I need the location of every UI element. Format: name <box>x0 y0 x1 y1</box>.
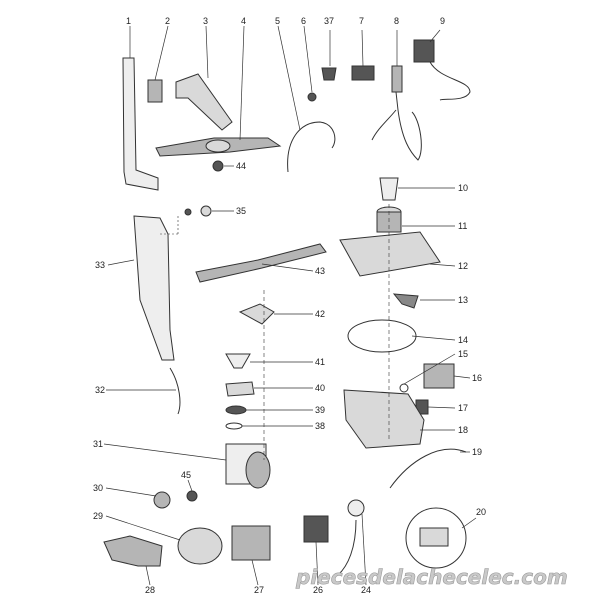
callout-7: 7 <box>359 16 364 26</box>
watermark: piecesdelachecelec.com <box>295 565 568 589</box>
callout-29: 29 <box>93 511 103 521</box>
part-4-lower-spray-arm <box>155 137 282 157</box>
callout-41: 41 <box>315 357 325 367</box>
callout-42: 42 <box>315 309 325 319</box>
part-38-seal <box>225 422 243 430</box>
part-29-pump-housing <box>177 527 223 565</box>
part-33-panel <box>133 215 175 361</box>
callout-35: 35 <box>236 206 246 216</box>
callout-numbers: 1 2 3 4 5 6 37 7 8 9 44 35 10 11 33 12 4… <box>93 16 486 595</box>
callout-32: 32 <box>95 385 105 395</box>
callout-11: 11 <box>458 221 467 231</box>
part-40-plate <box>225 381 255 397</box>
callout-37: 37 <box>324 16 334 26</box>
callout-39: 39 <box>315 405 325 415</box>
callout-19: 19 <box>472 447 482 457</box>
callout-27: 27 <box>254 585 264 595</box>
callout-44: 44 <box>236 161 246 171</box>
part-30-ring <box>153 491 171 509</box>
part-44-nut <box>212 160 224 172</box>
callout-12: 12 <box>458 261 468 271</box>
callout-17: 17 <box>458 403 468 413</box>
callout-9: 9 <box>440 16 445 26</box>
callout-30: 30 <box>93 483 103 493</box>
part-32-tube <box>169 367 181 415</box>
callout-10: 10 <box>458 183 468 193</box>
part-42-arm-holder <box>238 303 275 325</box>
part-39-ring <box>225 405 247 415</box>
callout-40: 40 <box>315 383 325 393</box>
part-16-pump <box>423 363 455 389</box>
part-9-power-cord <box>413 39 471 101</box>
part-26-valve <box>303 515 329 543</box>
part-37-valve <box>321 67 337 81</box>
part-41-funnel <box>225 353 251 369</box>
part-8-inlet-hose <box>371 65 422 161</box>
part-28-drain-elbow <box>103 535 163 567</box>
callout-31: 31 <box>93 439 103 449</box>
callout-43: 43 <box>315 266 325 276</box>
callout-3: 3 <box>203 16 208 26</box>
part-20-wiring-detail <box>405 507 467 569</box>
callout-15: 15 <box>458 349 468 359</box>
callout-38: 38 <box>315 421 325 431</box>
part-7-connector <box>351 65 375 81</box>
part-12-filter-plate <box>339 231 441 277</box>
callout-26: 26 <box>313 585 323 595</box>
part-6-ring <box>307 92 317 102</box>
callout-1: 1 <box>126 16 131 26</box>
callout-2: 2 <box>165 16 170 26</box>
callout-18: 18 <box>458 425 468 435</box>
part-18-sump <box>343 389 425 449</box>
callout-8: 8 <box>394 16 399 26</box>
callout-16: 16 <box>472 373 482 383</box>
part-19-drain-hose <box>389 448 467 489</box>
part-35-washers <box>184 205 212 217</box>
callout-20: 20 <box>476 507 486 517</box>
callout-5: 5 <box>275 16 280 26</box>
callout-45: 45 <box>181 470 191 480</box>
callout-6: 6 <box>301 16 306 26</box>
callout-33: 33 <box>95 260 105 270</box>
part-13-clip <box>392 293 419 309</box>
part-27-motor <box>231 525 271 561</box>
callout-24: 24 <box>361 585 371 595</box>
callout-28: 28 <box>145 585 155 595</box>
part-31-heater-block <box>225 443 271 489</box>
part-1-spray-arm-support <box>122 57 159 191</box>
callout-14: 14 <box>458 335 468 345</box>
part-24-hose <box>337 499 365 576</box>
part-15-seal <box>399 383 409 393</box>
part-3-feed-tube <box>175 73 233 131</box>
part-2-bracket <box>147 79 163 103</box>
part-43-upper-spray-arm <box>195 243 327 283</box>
part-45-wing-nut <box>186 490 198 502</box>
leader-lines <box>103 25 477 586</box>
callout-13: 13 <box>458 295 468 305</box>
part-10-filter-top <box>379 177 399 201</box>
callout-4: 4 <box>241 16 246 26</box>
part-14-gasket <box>347 319 417 353</box>
part-5-hose <box>287 121 336 173</box>
